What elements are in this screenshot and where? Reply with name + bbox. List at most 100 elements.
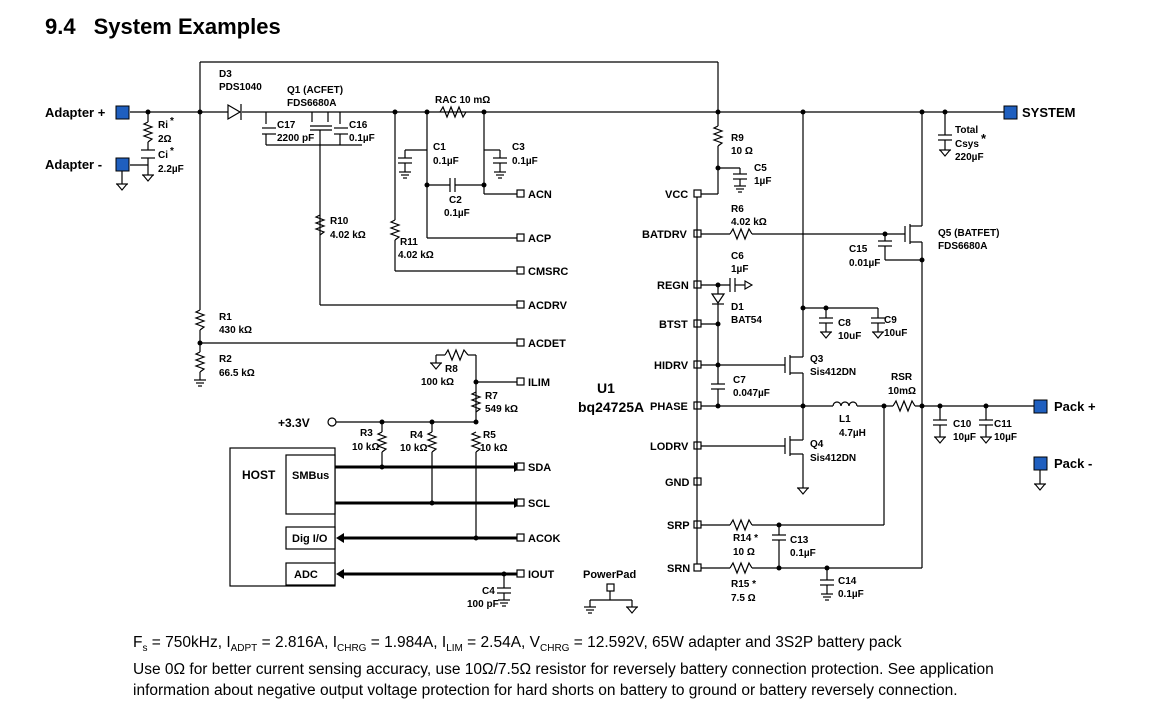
d1-diode — [710, 293, 726, 305]
r2-value: 66.5 kΩ — [219, 368, 255, 379]
rac-resistor — [439, 105, 467, 119]
c9-value: 10uF — [884, 328, 907, 339]
r9-resistor — [712, 125, 724, 147]
adapter-plus-label: Adapter + — [45, 105, 106, 120]
c6-label: C6 — [731, 251, 744, 262]
host-label: HOST — [242, 468, 276, 482]
pin-regn: REGN — [657, 280, 689, 292]
r7-resistor — [470, 391, 482, 413]
c16-value: 0.1µF — [349, 133, 375, 144]
pin-phase: PHASE — [650, 401, 688, 413]
q3-label: Q3 — [810, 354, 824, 365]
r9-label: R9 — [731, 133, 744, 144]
r3-resistor — [376, 431, 388, 453]
pin-batdrv: BATDRV — [642, 229, 687, 241]
host-digio-block — [285, 526, 336, 550]
d3-diode — [227, 103, 242, 121]
c5-value: 1µF — [754, 176, 771, 187]
csys-label: Csys — [955, 139, 979, 150]
l1-inductor — [832, 401, 858, 407]
d1-part: BAT54 — [731, 315, 762, 326]
r10-value: 4.02 kΩ — [330, 230, 366, 241]
pin-gnd: GND — [665, 477, 690, 489]
r15-label: R15 * — [731, 579, 756, 590]
pack-plus-port — [1033, 399, 1048, 414]
r2-label: R2 — [219, 354, 232, 365]
rsr-resistor — [892, 399, 916, 413]
pin-srp: SRP — [667, 520, 690, 532]
q1-part: FDS6680A — [287, 98, 336, 109]
d1-label: D1 — [731, 302, 744, 313]
pin-btst: BTST — [659, 319, 688, 331]
c1-label: C1 — [433, 142, 446, 153]
r4-label: R4 — [410, 430, 423, 441]
q3-part: Sis412DN — [810, 367, 856, 378]
q4-mosfet — [784, 436, 804, 488]
q5-batfet — [904, 112, 923, 406]
pack-minus-label: Pack - — [1054, 456, 1092, 471]
r1-label: R1 — [219, 312, 232, 323]
rsr-label: RSR — [891, 372, 913, 383]
pin-acn: ACN — [528, 189, 552, 201]
design-parameters: Fs = 750kHz, IADPT = 2.816A, ICHRG = 1.9… — [133, 634, 902, 655]
q1-label: Q1 (ACFET) — [287, 85, 343, 96]
ri-label: Ri — [158, 120, 168, 131]
r1-resistor — [194, 309, 206, 331]
powerpad-label: PowerPad — [583, 569, 636, 581]
system-label: SYSTEM — [1022, 105, 1075, 120]
r8-value: 100 kΩ — [421, 377, 454, 388]
c14-value: 0.1µF — [838, 589, 864, 600]
r14-label: R14 * — [733, 533, 758, 544]
r15-resistor — [729, 561, 753, 575]
r8-label: R8 — [445, 364, 458, 375]
ci-star: * — [170, 146, 174, 157]
c2-label: C2 — [449, 195, 462, 206]
c2-value: 0.1µF — [444, 208, 470, 219]
q5-part: FDS6680A — [938, 241, 987, 252]
r6-label: R6 — [731, 204, 744, 215]
ri-value: 2Ω — [158, 134, 172, 145]
rac-label: RAC 10 mΩ — [435, 95, 490, 106]
r5-value: 10 kΩ — [480, 443, 507, 454]
c5-label: C5 — [754, 163, 767, 174]
c15-value: 0.01µF — [849, 258, 880, 269]
c11-label: C11 — [994, 419, 1012, 430]
d3-label: D3 — [219, 69, 232, 80]
r11-value: 4.02 kΩ — [398, 250, 434, 261]
c4-value: 100 pF — [467, 599, 499, 610]
c13-value: 0.1µF — [790, 548, 816, 559]
r11-label: R11 — [400, 237, 418, 248]
c14-label: C14 — [838, 576, 857, 587]
q1-acfet — [262, 112, 362, 305]
d3-part: PDS1040 — [219, 82, 262, 93]
pin-acdet: ACDET — [528, 338, 566, 350]
r5-resistor — [470, 431, 482, 453]
r7-value: 549 kΩ — [485, 404, 518, 415]
design-note-text: Use 0Ω for better current sensing accura… — [133, 661, 994, 700]
host-digio-label: Dig I/O — [292, 533, 328, 545]
r9-value: 10 Ω — [731, 146, 753, 157]
adapter-minus-port — [115, 157, 130, 172]
csys-total: Total — [955, 125, 978, 136]
host-smbus-block — [285, 454, 336, 515]
r15-value: 7.5 Ω — [731, 593, 756, 604]
system-port — [1003, 105, 1018, 120]
c10-value: 10µF — [953, 432, 976, 443]
pin-srn: SRN — [667, 563, 690, 575]
c7-label: C7 — [733, 375, 746, 386]
pin-ilim: ILIM — [528, 377, 550, 389]
v33-label: +3.3V — [278, 416, 310, 430]
r14-resistor — [729, 518, 753, 532]
r5-label: R5 — [483, 430, 496, 441]
ci-value: 2.2µF — [158, 164, 184, 175]
pack-minus-port — [1033, 456, 1048, 471]
q5-label: Q5 (BATFET) — [938, 228, 999, 239]
schematic-diagram: Adapter + Adapter - SYSTEM Ri * 2Ω Ci * … — [45, 61, 1096, 614]
r11-resistor — [389, 219, 401, 241]
c3-value: 0.1µF — [512, 156, 538, 167]
pin-iout: IOUT — [528, 569, 555, 581]
adapter-minus-label: Adapter - — [45, 157, 102, 172]
power-path-wires — [130, 61, 1004, 172]
c16-label: C16 — [349, 120, 368, 131]
r7-label: R7 — [485, 391, 498, 402]
